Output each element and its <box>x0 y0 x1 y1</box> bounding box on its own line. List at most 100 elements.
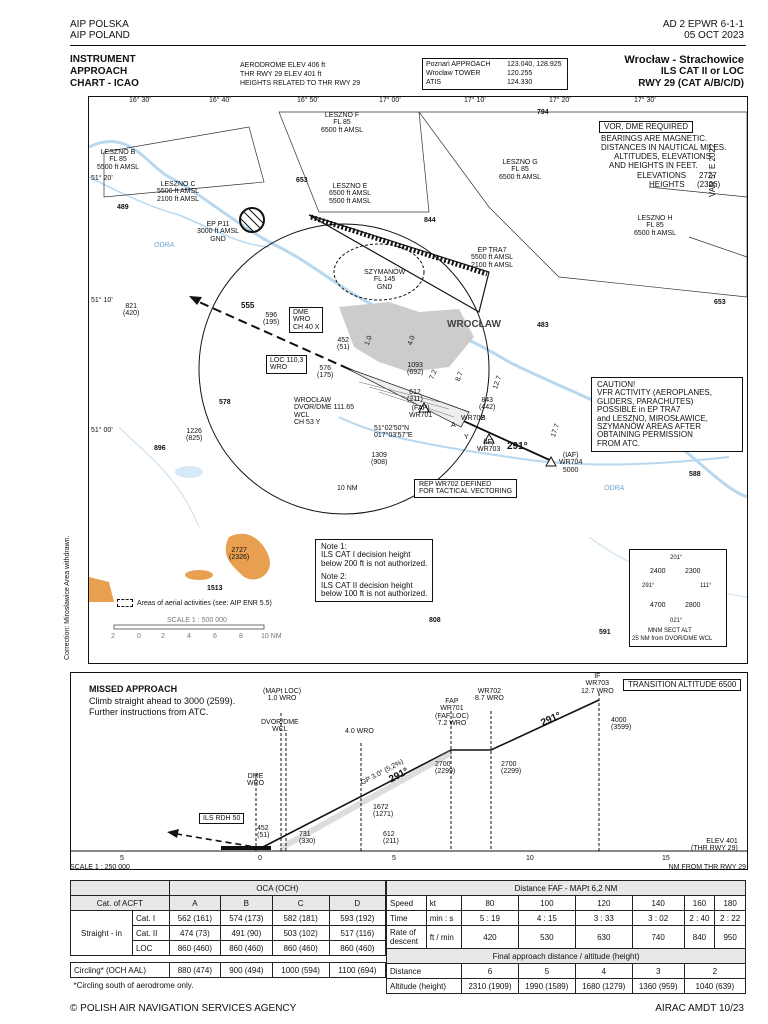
spot-height: 794 <box>537 109 549 116</box>
msa-value: 4700 <box>650 602 666 609</box>
obst-452: 452(51) <box>257 825 270 840</box>
lat-tick: 51° 00' <box>91 427 113 434</box>
issue-date: 05 OCT 2023 <box>684 30 744 41</box>
plan-scale: SCALE 1 : 500 000 <box>167 617 227 624</box>
outbound-track: 555 <box>241 301 255 310</box>
spot-height: 578 <box>219 399 231 406</box>
profile-scale: SCALE 1 : 250 000 <box>70 864 130 871</box>
freq-value: 123.040, 128.925 <box>507 61 562 68</box>
elevations-value: 2727 <box>699 171 717 180</box>
note-line: ALTITUDES, ELEVATIONS <box>614 152 711 161</box>
transition-altitude: TRANSITION ALTITUDE 6500 <box>623 679 742 692</box>
page-id: AD 2 EPWR 6-1-1 <box>662 19 744 30</box>
aerodrome-elev: AERODROME ELEV 406 ft <box>240 62 326 69</box>
chart-type-1: INSTRUMENT <box>70 54 136 65</box>
msa-label: 25 NM from DVOR/DME WCL <box>632 636 713 642</box>
profile-axis-tick: 0 <box>258 855 262 862</box>
dist-title: Distance FAF - MAPt 6,2 NM <box>386 880 746 896</box>
obstacle: 1093(692) <box>407 362 424 377</box>
oca-title: OCA (OCH) <box>168 880 387 896</box>
freq-name: Wrocław TOWER <box>426 70 481 77</box>
freq-name: Poznań APPROACH <box>426 61 491 68</box>
side-correction: Correction: Mirosławice Area withdrawn. <box>64 535 71 661</box>
chart-type-2: APPROACH <box>70 66 128 77</box>
scale-tick: 6 <box>213 633 217 640</box>
note-line: BEARINGS ARE MAGNETIC. <box>601 134 708 143</box>
dme-4-label: 4.0 WRO <box>345 728 374 735</box>
lon-tick: 16° 40' <box>209 97 231 104</box>
aerial-activities-legend: Areas of aerial activities (see: AIP ENR… <box>117 599 272 607</box>
missed-approach-line2: Further instructions from ATC. <box>89 707 209 717</box>
circling-footnote: *Circling south of aerodrome only. <box>73 980 194 990</box>
lat-tick: 51° 20' <box>91 175 113 182</box>
fix-wr703: (IF)WR703 <box>477 439 501 454</box>
profile-axis-tick: 5 <box>120 855 124 862</box>
spot-height: 1513 <box>207 585 223 592</box>
msa-box: 2400 2300 4700 2800 291° 201° 111° 021° … <box>629 549 727 647</box>
range-ring-label: 10 NM <box>337 485 358 492</box>
inbound-course: 291° <box>507 441 528 452</box>
lon-tick: 16° 50' <box>297 97 319 104</box>
straight-label: Straight - in <box>70 910 133 956</box>
lon-tick: 16° 30' <box>129 97 151 104</box>
scale-tick: 2 <box>111 633 115 640</box>
obstacle: 576(175) <box>317 365 334 380</box>
heights-value: (2326) <box>697 180 721 189</box>
fix-letter: B <box>481 415 486 422</box>
footer-left: © POLISH AIR NAVIGATION SERVICES AGENCY <box>70 1003 297 1014</box>
lat-tick: 51° 10' <box>91 297 113 304</box>
procedure-name: ILS CAT II or LOC <box>660 66 744 77</box>
magnetic-variation: VAR 5° E 2022 <box>708 143 717 197</box>
spot-height: 489 <box>117 204 129 211</box>
profile-axis-unit: NM FROM THR RWY 29 <box>668 864 746 871</box>
msa-value: 2800 <box>685 602 701 609</box>
note-line: AND HEIGHTS IN FEET. <box>609 161 698 170</box>
spot-height: 483 <box>537 322 549 329</box>
scale-tick: 10 NM <box>261 633 282 640</box>
msa-bearing: 291° <box>642 583 655 589</box>
circling-label: Circling* (OCH AAL) <box>70 962 170 978</box>
runway-cat: RWY 29 (CAT A/B/C/D) <box>638 78 744 89</box>
cat-label: Cat. of ACFT <box>70 895 170 911</box>
freq-value: 124.330 <box>507 79 533 86</box>
obstacle: 1226(825) <box>186 428 203 443</box>
fix-wr701: (FAP)WR701 <box>409 405 433 420</box>
fix-wr702: WR702 <box>461 415 485 422</box>
msa-bearing: 201° <box>670 555 683 561</box>
river-label: ODRA <box>154 242 175 249</box>
heights-label: HEIGHTS <box>649 180 685 189</box>
spot-height: 591 <box>599 629 611 636</box>
spot-height: 808 <box>429 617 441 624</box>
airport-name: Wrocław - Strachowice <box>624 54 744 66</box>
mapt-label: (MAPt LOC)1.0 WRO <box>263 688 302 703</box>
alt-4000: 4000(3599) <box>611 717 632 732</box>
alt-2700: 2700(2299) <box>501 761 522 776</box>
lon-tick: 17° 00' <box>379 97 401 104</box>
alt-731: 731(330) <box>299 831 316 846</box>
obstacle: 452(51) <box>337 337 350 352</box>
msa-label: MNM SECT ALT <box>648 628 692 634</box>
lon-tick: 17° 10' <box>464 97 486 104</box>
thr-elev: THR RWY 29 ELEV 401 ft <box>240 71 322 78</box>
profile-axis-tick: 10 <box>526 855 534 862</box>
msa-bearing: 111° <box>700 583 712 589</box>
profile-view: MISSED APPROACH Climb straight ahead to … <box>70 672 748 870</box>
final-title: Final approach distance / altitude (heig… <box>386 948 746 964</box>
aip-poland: AIP POLAND <box>70 30 130 41</box>
fix-letter: Y <box>464 434 469 441</box>
